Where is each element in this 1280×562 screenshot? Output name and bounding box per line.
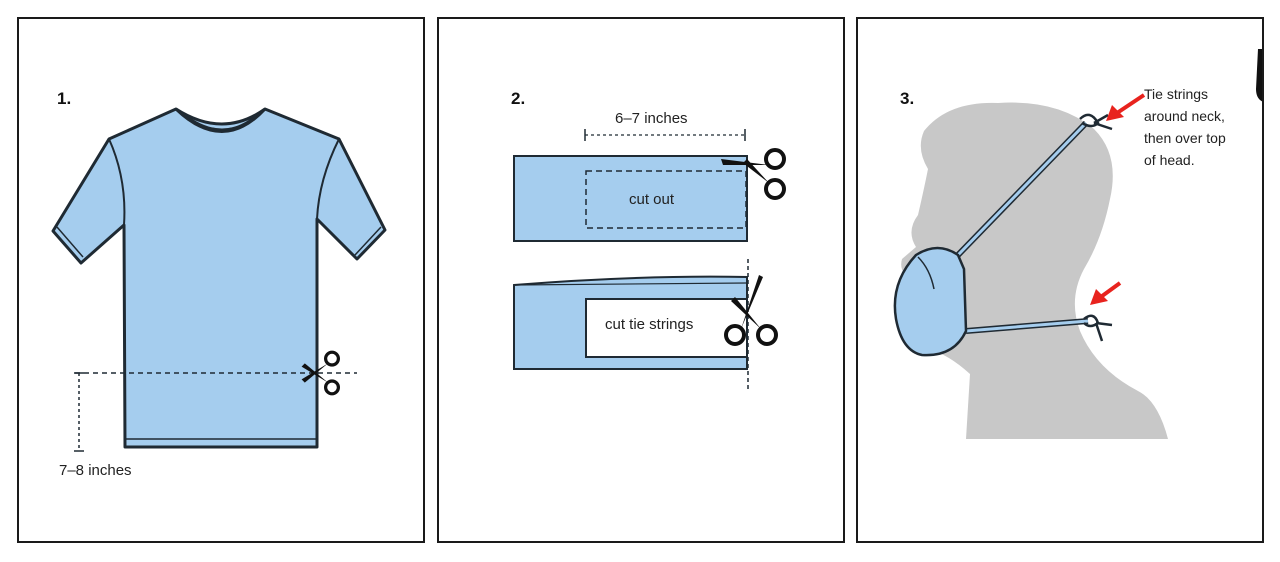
cut-out-region <box>585 170 747 229</box>
scissors-icon <box>724 275 778 346</box>
fabric-strip-top <box>513 155 748 242</box>
instruction-line: around neck, <box>1144 108 1225 124</box>
instruction-line: then over top <box>1144 130 1226 146</box>
step-2-number: 2. <box>511 89 526 108</box>
cut-out-label: cut out <box>629 191 675 208</box>
scissors-icon <box>721 148 786 200</box>
measure-label: 7–8 inches <box>59 462 132 479</box>
tshirt-illustration <box>51 107 387 452</box>
red-arrow-icon <box>1106 93 1146 121</box>
tie-strings-label: cut tie strings <box>605 316 694 333</box>
step-2-panel: 2. 6–7 inches cut out cut tie strings <box>437 17 845 543</box>
head-silhouette <box>901 102 1168 439</box>
step-3-panel: 3. Tie strin <box>856 17 1264 543</box>
instruction-line: Tie strings <box>1144 86 1209 102</box>
head-mask-illustration <box>893 93 1168 439</box>
fabric-cut-illustration <box>513 129 786 391</box>
step-1-panel: 1. 7–8 inches <box>17 17 425 543</box>
step-3-number: 3. <box>900 89 915 108</box>
width-label: 6–7 inches <box>615 110 688 127</box>
instruction-text: Tie strings around neck, then over top o… <box>1144 83 1226 171</box>
instruction-line: of head. <box>1144 152 1195 168</box>
step-1-number: 1. <box>57 89 72 108</box>
tshirt-shape <box>51 107 387 449</box>
red-arrow-icon <box>1090 281 1122 305</box>
face-mask <box>893 246 968 357</box>
scissors-icon <box>301 350 341 396</box>
